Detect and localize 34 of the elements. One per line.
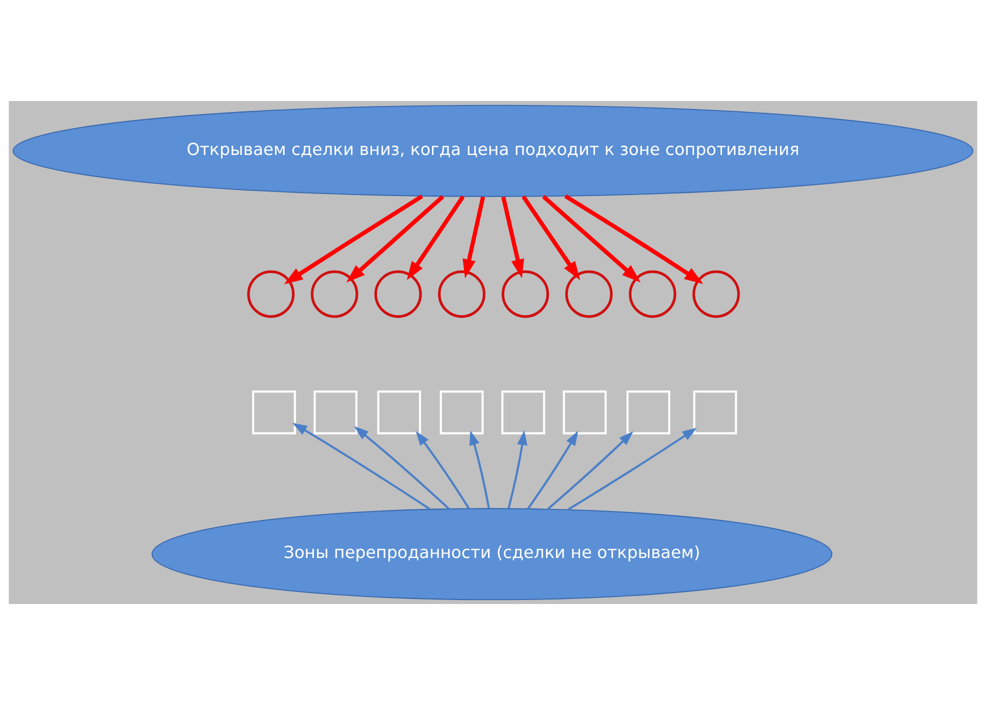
arrow [292, 422, 430, 510]
node-box [252, 390, 296, 434]
node-box [562, 390, 607, 434]
node-circle [310, 270, 358, 318]
node-box [440, 390, 484, 434]
arrow [462, 196, 486, 278]
arrow [416, 430, 470, 509]
node-circle [692, 270, 740, 318]
arrow [568, 428, 697, 510]
arrow [542, 195, 641, 283]
arrow [564, 194, 704, 284]
node-circle [565, 270, 613, 318]
node-box [314, 390, 358, 434]
node-circle [374, 270, 422, 318]
arrow [508, 430, 528, 509]
arrow [470, 430, 490, 509]
node-box [501, 390, 546, 434]
arrow [284, 194, 424, 284]
arrow [354, 426, 450, 510]
node-circle [438, 270, 486, 318]
node-circle [502, 270, 550, 318]
arrow [501, 196, 524, 278]
arrow [406, 195, 465, 280]
node-ellipse: Зоны перепроданности (сделки не открываем) [152, 508, 832, 600]
node-box [693, 390, 738, 434]
node-circle [628, 270, 676, 318]
node-box [377, 390, 422, 434]
arrow [547, 431, 634, 510]
node-ellipse: Открываем сделки вниз, когда цена подходит к зоне сопротивления [12, 104, 974, 197]
arrow [522, 195, 580, 280]
node-box [626, 390, 670, 434]
arrow [346, 195, 444, 283]
arrow [527, 430, 578, 510]
node-circle [247, 270, 295, 318]
